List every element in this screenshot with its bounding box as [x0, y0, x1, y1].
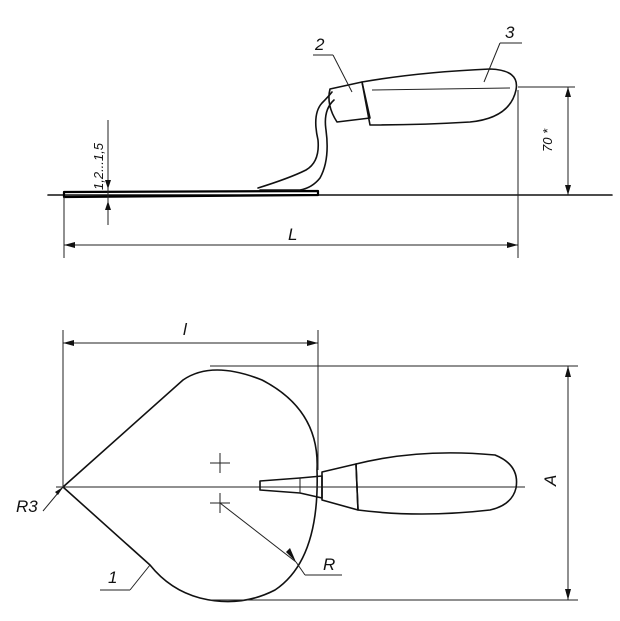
- label-part-3: 3: [505, 23, 515, 42]
- top-view: l A R R3 1: [16, 320, 578, 603]
- side-ferrule: [328, 81, 371, 123]
- label-part-2: 2: [314, 35, 325, 54]
- side-shank: [257, 91, 335, 191]
- label-length: L: [288, 225, 297, 244]
- side-handle: [361, 68, 518, 126]
- label-width: A: [541, 475, 560, 487]
- label-part-1: 1: [108, 568, 117, 587]
- label-thickness: 1,2...1,5: [91, 142, 106, 190]
- top-blade: [62, 369, 318, 603]
- label-blade-length: l: [183, 320, 188, 339]
- top-handle: [355, 452, 518, 515]
- side-blade: [62, 189, 320, 199]
- side-view: 2 3 1,2...1,5 70 * L: [47, 23, 613, 258]
- label-tip-radius: R3: [16, 497, 38, 516]
- label-radius: R: [323, 555, 335, 574]
- label-height: 70 *: [540, 128, 555, 152]
